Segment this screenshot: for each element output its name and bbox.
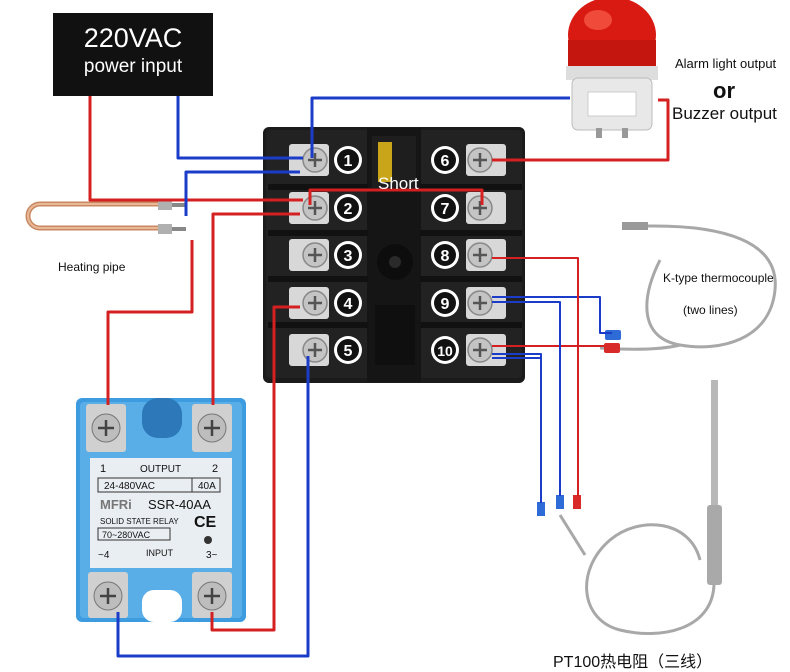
short-label: Short	[378, 174, 419, 193]
ssr-input-red-wire	[210, 305, 300, 632]
terminal-9-number: 9	[441, 296, 450, 313]
power-input-box: 220VAC power input	[53, 13, 213, 96]
ssr-output-terminal-2: 2	[212, 463, 218, 475]
terminal-3-number: 3	[344, 248, 353, 265]
terminal-4-number: 4	[344, 296, 353, 313]
right-terminal-screws	[466, 144, 506, 366]
terminal-2-number: 2	[344, 201, 353, 218]
solid-state-relay-icon	[76, 398, 246, 622]
ssr-brand: MFRi	[100, 497, 132, 512]
terminal-number-badges: 1 2 3 4 5 6 7 8 9 10	[334, 146, 459, 364]
ssr-current: 40A	[198, 481, 216, 492]
or-label: or	[713, 78, 735, 103]
alarm-wire-red	[492, 98, 670, 162]
terminal-5-number: 5	[344, 343, 353, 360]
heating-pipe-label: Heating pipe	[58, 260, 126, 274]
ssr-text: 1 OUTPUT 2 24-480VAC 40A MFRi SSR-40AA S…	[98, 463, 218, 561]
ssr-model: SSR-40AA	[148, 497, 211, 512]
heating-pipe-icon	[25, 200, 186, 234]
pt100-blue-wire-1	[492, 301, 561, 496]
alarm-light-icon	[566, 0, 658, 138]
pt100-red-wire	[492, 257, 579, 496]
terminal-10-number: 10	[437, 343, 453, 359]
k-type-thermocouple-icon	[599, 222, 777, 353]
power-label: power input	[83, 56, 183, 77]
ssr-input-voltage: 70~280VAC	[102, 530, 151, 540]
power-neutral-wire	[176, 96, 303, 160]
pt100-blue-wire-2	[492, 353, 542, 503]
thermocouple-note: (two lines)	[683, 303, 738, 317]
short-link-wire	[308, 188, 484, 205]
heater-wire-blue	[184, 170, 300, 216]
buzzer-output-label: Buzzer output	[672, 104, 777, 123]
pt100-label: PT100热电阻（三线）	[553, 654, 713, 671]
terminal-1-number: 1	[344, 153, 353, 170]
ssr-type: SOLID STATE RELAY	[100, 517, 179, 526]
alarm-light-label: Alarm light output	[675, 56, 777, 71]
ssr-output-terminal-1: 1	[100, 463, 106, 475]
alarm-wire-blue	[310, 96, 570, 158]
terminal-6-number: 6	[441, 153, 450, 170]
ssr-input-terminal-3: 3~	[206, 550, 218, 561]
ssr-output-label: OUTPUT	[140, 464, 181, 475]
power-live-wire	[88, 96, 303, 202]
ssr-input-label: INPUT	[146, 548, 174, 558]
pt100-probe-icon	[537, 380, 722, 636]
ssr-input-blue-wire	[116, 356, 310, 658]
ssr-voltage-range: 24-480VAC	[104, 481, 155, 492]
heater-to-ssr-wire	[106, 240, 194, 405]
ssr-ce-mark: CE	[194, 514, 217, 531]
terminal-8-number: 8	[441, 248, 450, 265]
thermocouple-blue-wire	[492, 296, 612, 334]
ssr-input-terminal-4: ~4	[98, 550, 110, 561]
terminal-7-number: 7	[441, 201, 450, 218]
power-voltage: 220VAC	[83, 23, 183, 53]
thermocouple-label: K-type thermocouple	[663, 271, 774, 285]
ssr-output-wire	[211, 212, 300, 405]
wires	[88, 96, 670, 658]
